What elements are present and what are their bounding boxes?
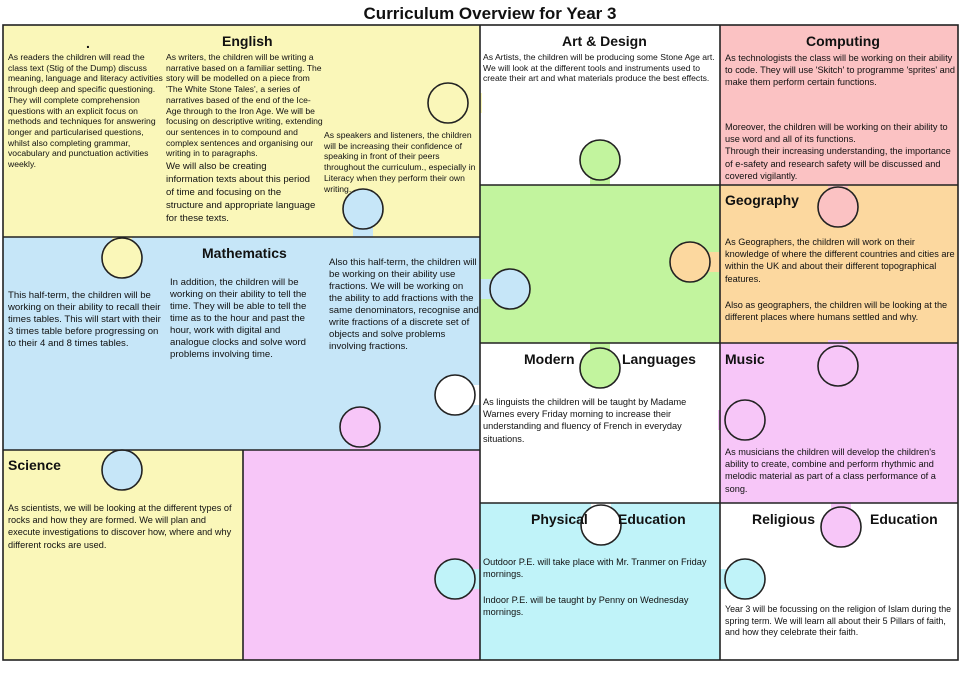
knob: [340, 407, 380, 447]
re-text: Year 3 will be focussing on the religion…: [725, 604, 952, 637]
art-text: As Artists, the children will be produci…: [483, 52, 715, 84]
knob-outline: [724, 558, 766, 600]
pe-heading-left: Physical: [531, 511, 588, 527]
knob-neck: [828, 340, 848, 350]
science-heading: Science: [8, 457, 61, 473]
knob: [435, 559, 475, 599]
english-writing-text: As writers, the children will be writing…: [166, 52, 323, 159]
knob: [343, 189, 383, 229]
knob-neck: [590, 340, 610, 352]
knob-neck: [350, 443, 370, 453]
mathematics-text-1: This half-term, the children will be wor…: [8, 290, 161, 349]
knob-outline: [579, 347, 621, 389]
knob: [428, 83, 468, 123]
knob: [580, 140, 620, 180]
mathematics-text-3: Also this half-term, the children will b…: [329, 257, 479, 352]
computing-heading: Computing: [806, 33, 880, 49]
knob-outline: [489, 268, 531, 310]
knob: [581, 505, 621, 545]
knob: [102, 450, 142, 490]
english-information-text: We will also be creating information tex…: [166, 161, 316, 224]
knob: [725, 559, 765, 599]
geography-text-2: Also as geographers, the children will b…: [725, 300, 948, 323]
knob-outline: [817, 186, 859, 228]
mathematics-heading: Mathematics: [202, 245, 287, 261]
knob: [818, 187, 858, 227]
music-heading: Music: [725, 351, 765, 367]
knob: [725, 400, 765, 440]
languages-heading-left: Modern: [524, 351, 575, 367]
knob-outline: [434, 558, 476, 600]
knob: [490, 269, 530, 309]
knob-outline: [101, 237, 143, 279]
knob: [821, 507, 861, 547]
english-speaking-text: As speakers and listeners, the children …: [324, 130, 476, 194]
pink-piece: [243, 450, 480, 660]
knob: [580, 348, 620, 388]
geography-text-1: As Geographers, the children will work o…: [725, 237, 955, 284]
knob: [670, 242, 710, 282]
knob-neck: [470, 385, 482, 405]
pe-heading-right: Education: [618, 511, 686, 527]
mathematics-piece: [3, 237, 480, 450]
page-title: Curriculum Overview for Year 3: [363, 4, 617, 23]
pe-text-2: Indoor P.E. will be taught by Penny on W…: [483, 595, 689, 618]
knob-outline: [579, 139, 621, 181]
computing-piece: [720, 25, 958, 185]
knob-outline: [580, 504, 622, 546]
knob-outline: [339, 406, 381, 448]
mathematics-text-2: In addition, the children will be workin…: [170, 277, 307, 360]
languages-heading-right: Languages: [622, 351, 696, 367]
re-heading-left: Religious: [752, 511, 816, 527]
english-heading: English: [222, 33, 273, 49]
knob: [818, 346, 858, 386]
knob-outline: [342, 188, 384, 230]
knob-outline: [101, 449, 143, 491]
re-heading-right: Education: [870, 511, 938, 527]
knob-neck: [831, 501, 851, 511]
knob-neck: [470, 93, 482, 113]
knob-outline: [817, 345, 859, 387]
knob-outline: [820, 506, 862, 548]
knob-neck: [112, 448, 132, 454]
computing-text-2: Moreover, the children will be working o…: [725, 122, 951, 181]
knob-outline: [434, 374, 476, 416]
knob-neck: [718, 410, 730, 430]
knob: [435, 375, 475, 415]
science-text: As scientists, we will be looking at the…: [8, 503, 232, 550]
knob-outline: [427, 82, 469, 124]
english-reading-text: As readers the children will read the cl…: [8, 52, 163, 170]
computing-text-1: As technologists the class will be worki…: [725, 53, 956, 88]
knob-neck: [470, 569, 482, 589]
knob-neck: [590, 176, 610, 188]
english-piece: [3, 25, 480, 237]
music-text: As musicians the children will develop t…: [725, 447, 936, 494]
pe-text-1: Outdoor P.E. will take place with Mr. Tr…: [483, 557, 707, 580]
knob: [102, 238, 142, 278]
knob-outline: [669, 241, 711, 283]
geography-heading: Geography: [725, 192, 799, 208]
knob-neck: [718, 569, 730, 589]
art-heading: Art & Design: [562, 33, 647, 49]
languages-text: As linguists the children will be taught…: [483, 397, 687, 444]
knob-outline: [724, 399, 766, 441]
english-dot: .: [86, 35, 90, 51]
